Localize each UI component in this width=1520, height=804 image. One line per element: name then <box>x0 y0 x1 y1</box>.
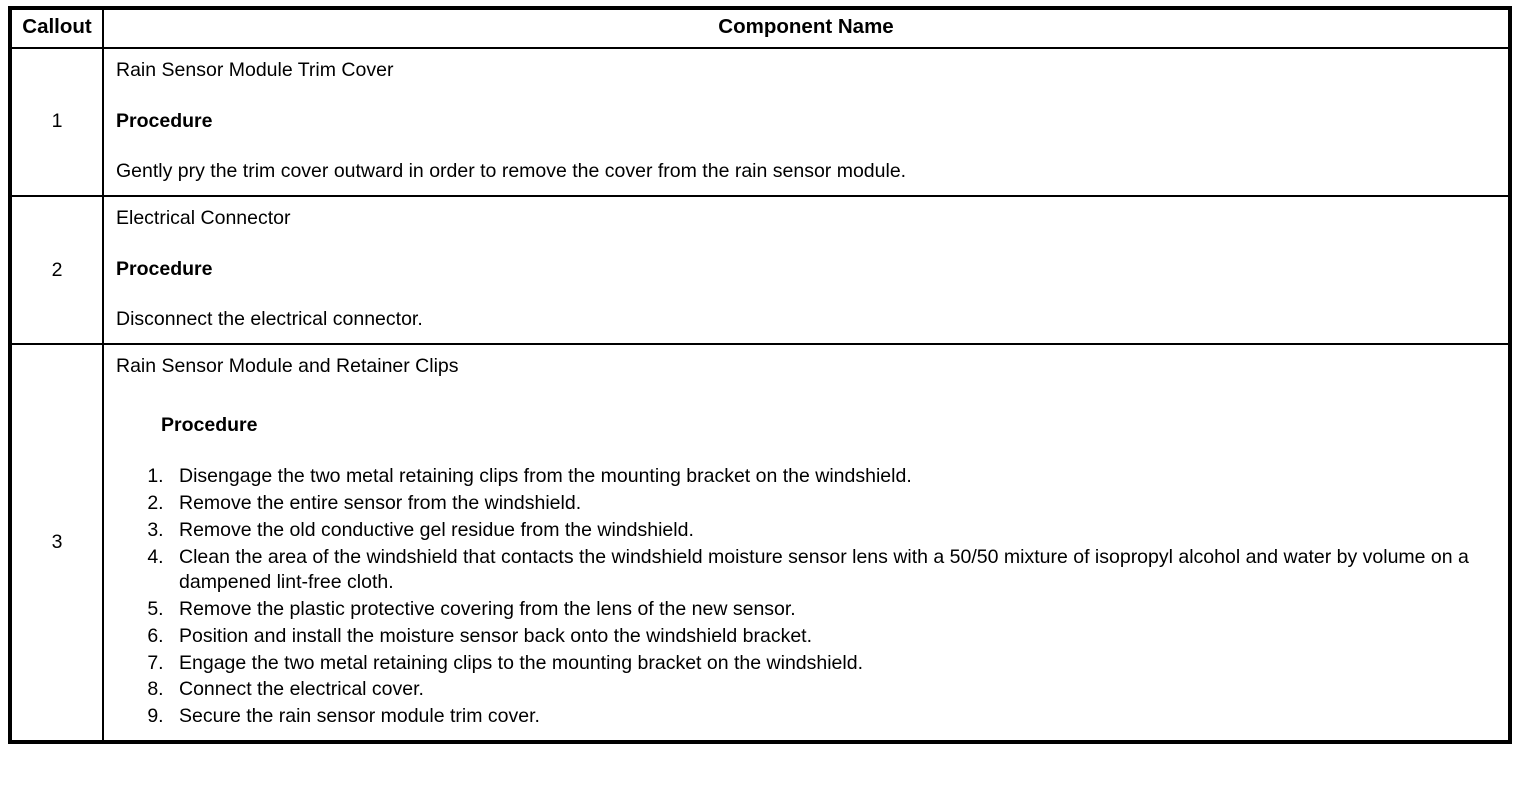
procedure-heading-1: Procedure <box>116 109 213 132</box>
component-title-2: Electrical Connector <box>116 206 291 229</box>
callout-component-table: Callout Component Name 1 Rain Sensor Mod… <box>8 6 1512 744</box>
column-header-component-name: Component Name <box>103 8 1510 49</box>
component-title-1: Rain Sensor Module Trim Cover <box>116 58 394 81</box>
component-cell-3: Rain Sensor Module and Retainer Clips Pr… <box>103 342 1510 742</box>
procedure-step-item: Remove the entire sensor from the windsh… <box>169 491 1502 517</box>
procedure-text-1: Gently pry the trim cover outward in ord… <box>116 160 907 183</box>
component-cell-2: Electrical Connector Procedure Disconnec… <box>103 194 1510 344</box>
table-header-row: Callout Component Name <box>10 8 1510 49</box>
procedure-step-item: Engage the two metal retaining clips to … <box>169 651 1502 677</box>
procedure-step-item: Remove the old conductive gel residue fr… <box>169 518 1502 544</box>
procedure-step-list: Disengage the two metal retaining clips … <box>116 464 1502 729</box>
component-title-3: Rain Sensor Module and Retainer Clips <box>116 354 459 377</box>
component-block-1: Rain Sensor Module Trim Cover Procedure … <box>116 58 1502 185</box>
table-row: 2 Electrical Connector Procedure Disconn… <box>10 194 1510 344</box>
column-header-callout: Callout <box>10 8 104 49</box>
procedure-text-2: Disconnect the electrical connector. <box>116 308 423 331</box>
procedure-step-item: Position and install the moisture sensor… <box>169 624 1502 650</box>
table-header: Callout Component Name <box>10 8 1510 49</box>
table-row: 3 Rain Sensor Module and Retainer Clips … <box>10 342 1510 742</box>
table-row: 1 Rain Sensor Module Trim Cover Procedur… <box>10 47 1510 196</box>
procedure-step-item: Secure the rain sensor module trim cover… <box>169 704 1502 730</box>
component-block-2: Electrical Connector Procedure Disconnec… <box>116 206 1502 333</box>
procedure-heading-3: Procedure <box>161 414 258 437</box>
callout-number-3: 3 <box>10 342 104 742</box>
procedure-heading-2: Procedure <box>116 258 213 280</box>
procedure-step-item: Disengage the two metal retaining clips … <box>169 464 1502 490</box>
procedure-step-item: Clean the area of the windshield that co… <box>169 545 1502 596</box>
procedure-step-item: Connect the electrical cover. <box>169 677 1502 703</box>
callout-number-2: 2 <box>10 194 104 344</box>
table-body: 1 Rain Sensor Module Trim Cover Procedur… <box>10 47 1510 742</box>
callout-number-1: 1 <box>10 47 104 196</box>
component-block-3: Rain Sensor Module and Retainer Clips Pr… <box>116 354 1502 730</box>
procedure-step-item: Remove the plastic protective covering f… <box>169 597 1502 623</box>
component-cell-1: Rain Sensor Module Trim Cover Procedure … <box>103 48 1510 196</box>
